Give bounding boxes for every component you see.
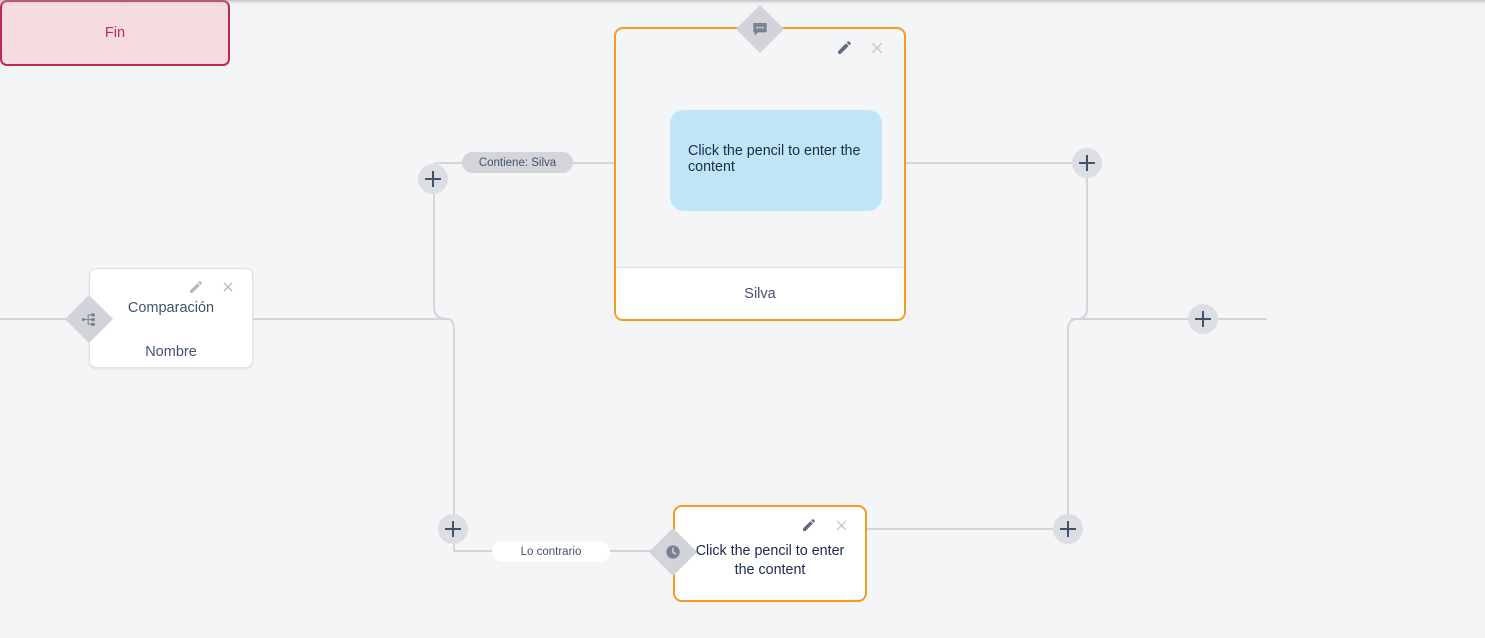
edge-true-up xyxy=(433,194,449,320)
edge-label-lo-contrario[interactable]: Lo contrario xyxy=(492,541,610,562)
node-comparacion-badge xyxy=(64,294,114,344)
edge-true-to-chip xyxy=(433,162,462,165)
node-message-top[interactable]: Click the pencil to enter the content Si… xyxy=(614,27,906,321)
close-icon[interactable] xyxy=(833,517,851,535)
node-message-top-footer: Silva xyxy=(616,267,904,319)
node-fin[interactable]: Fin xyxy=(0,0,230,66)
pencil-icon[interactable] xyxy=(801,517,819,535)
node-message-bottom-badge xyxy=(648,527,698,577)
edge-bottom-merge xyxy=(1067,318,1079,514)
add-before-false-branch-button[interactable] xyxy=(438,514,468,544)
pencil-icon[interactable] xyxy=(188,279,206,297)
chat-bubble-icon xyxy=(743,12,777,46)
add-before-end-button[interactable] xyxy=(1188,304,1218,334)
branch-icon xyxy=(72,302,106,336)
clock-icon xyxy=(656,535,690,569)
node-message-bottom-actions xyxy=(801,517,851,535)
message-content-placeholder[interactable]: Click the pencil to enter the content xyxy=(670,110,882,211)
add-after-top-message-button[interactable] xyxy=(1072,148,1102,178)
add-before-true-branch-button[interactable] xyxy=(418,164,448,194)
node-comparacion-body: Comparación Nombre xyxy=(90,297,252,363)
add-after-bottom-message-button[interactable] xyxy=(1053,514,1083,544)
node-fin-label: Fin xyxy=(104,25,126,41)
node-comparacion-actions xyxy=(188,279,238,297)
node-comparacion-subtitle: Nombre xyxy=(145,344,197,360)
node-comparacion[interactable]: Comparación Nombre xyxy=(89,268,253,368)
edge-false-down xyxy=(447,318,455,514)
close-icon[interactable] xyxy=(220,279,238,297)
node-message-bottom[interactable]: Click the pencil to enter the content xyxy=(673,505,867,602)
node-message-top-badge xyxy=(735,4,785,54)
edge-top-merge xyxy=(1071,178,1088,320)
edge-false-to-chip xyxy=(453,544,492,552)
edge-label-contiene-silva[interactable]: Contiene: Silva xyxy=(462,152,573,173)
pencil-icon[interactable] xyxy=(836,39,854,57)
close-icon[interactable] xyxy=(868,39,886,57)
node-comparacion-title: Comparación xyxy=(127,300,215,316)
message-content-placeholder[interactable]: Click the pencil to enter the content xyxy=(695,542,845,578)
node-message-top-actions xyxy=(836,39,886,57)
